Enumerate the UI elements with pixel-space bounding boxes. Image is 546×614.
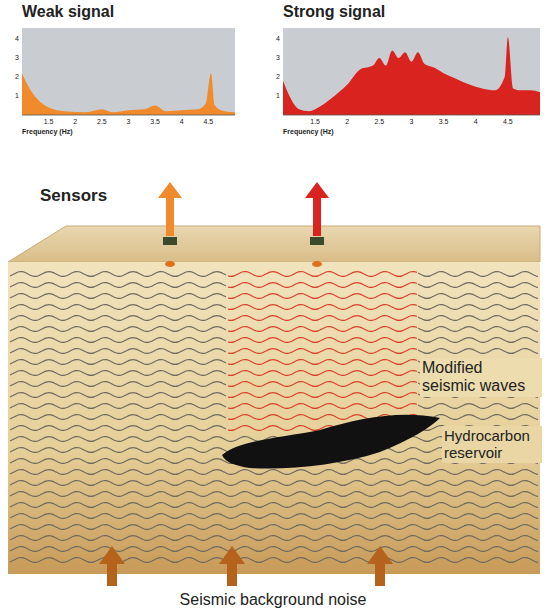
y-tick-label: 1 [15, 92, 19, 100]
weak-spectrum [22, 73, 235, 115]
chart-plot-area [283, 28, 540, 115]
seismic-wave [10, 305, 226, 310]
x-axis [283, 115, 540, 116]
seismic-wave [10, 294, 226, 299]
seismic-wave [10, 426, 226, 431]
wave-lines [10, 272, 538, 563]
x-tick-label: 3 [410, 118, 414, 126]
seismic-wave [10, 404, 226, 409]
y-tick-label: 2 [276, 73, 280, 81]
sensor-plate [163, 237, 177, 245]
seismic-wave [418, 283, 538, 288]
x-tick-label: 1.5 [44, 118, 54, 126]
x-tick-label: 3.5 [439, 118, 449, 126]
seismic-wave [10, 470, 538, 475]
block-front-face [8, 262, 540, 574]
seismic-wave [418, 327, 538, 332]
seismic-wave [10, 371, 226, 376]
signal-arrow [305, 182, 329, 236]
seismic-wave [228, 305, 417, 310]
x-tick-label: 3.5 [150, 118, 160, 126]
seismic-wave [10, 327, 226, 332]
seismic-wave [418, 349, 538, 354]
seismic-wave [10, 492, 538, 497]
noise-arrow [99, 546, 125, 586]
reservoir-label: Hydrocarbon reservoir [442, 426, 542, 463]
seismic-wave [418, 316, 538, 321]
x-tick-label: 1.5 [310, 118, 320, 126]
axis-title: Frequency (Hz) [22, 128, 73, 136]
seismic-wave [228, 404, 417, 409]
strong-spectrum [283, 37, 540, 115]
chart-plot-area [22, 28, 235, 115]
seismic-wave [10, 536, 538, 541]
seismic-wave [418, 404, 538, 409]
x-tick-label: 2 [345, 118, 349, 126]
seismic-wave [10, 338, 226, 343]
x-tick-label: 3 [127, 118, 131, 126]
seismic-wave [228, 349, 417, 354]
seismic-wave [10, 503, 538, 508]
y-tick-label: 4 [15, 35, 19, 43]
x-tick-label: 4.5 [204, 118, 214, 126]
seismic-wave [10, 349, 226, 354]
seismic-wave [10, 382, 226, 387]
x-tick-label: 2.5 [375, 118, 385, 126]
seismic-wave [228, 393, 417, 398]
seismic-wave [10, 283, 226, 288]
seismic-wave [10, 558, 538, 563]
y-tick-label: 3 [15, 54, 19, 62]
hydrocarbon-reservoir [222, 415, 440, 469]
seismic-wave [228, 371, 417, 376]
spectrum-group [22, 37, 540, 115]
seismic-wave [228, 283, 417, 288]
x-tick-label: 2 [73, 118, 77, 126]
seismic-wave [10, 514, 538, 519]
signal-arrow [158, 182, 182, 236]
y-tick-label: 3 [276, 54, 280, 62]
seismic-wave [418, 294, 538, 299]
x-tick-label: 2.5 [97, 118, 107, 126]
sensor-dot [312, 261, 322, 267]
seismic-wave [228, 327, 417, 332]
chart-title: Strong signal [283, 3, 385, 21]
seismic-wave [10, 360, 226, 365]
seismic-wave [228, 294, 417, 299]
y-tick-label: 4 [276, 35, 280, 43]
seismic-wave [228, 360, 417, 365]
seismic-wave [10, 415, 226, 420]
seismic-wave [10, 272, 226, 277]
seismic-wave [10, 547, 538, 552]
y-tick-label: 1 [276, 92, 280, 100]
x-tick-label: 4.5 [503, 118, 513, 126]
seismic-wave [228, 272, 417, 277]
sensor-plate [310, 237, 324, 245]
seismic-wave [418, 272, 538, 277]
noise-label: Seismic background noise [180, 591, 367, 609]
seismic-wave [10, 316, 226, 321]
sensor-dot [165, 261, 175, 267]
axis-title: Frequency (Hz) [283, 128, 334, 136]
block-top-face [8, 226, 540, 262]
noise-arrow [367, 546, 393, 586]
seismic-wave [228, 382, 417, 387]
sensors-label: Sensors [40, 186, 107, 206]
x-tick-label: 4 [474, 118, 478, 126]
seismic-wave [418, 305, 538, 310]
y-tick-label: 2 [15, 73, 19, 81]
seismic-wave [418, 338, 538, 343]
waves-label: Modified seismic waves [420, 358, 542, 397]
seismic-wave [228, 316, 417, 321]
x-tick-label: 4 [180, 118, 184, 126]
seismic-wave [10, 525, 538, 530]
seismic-wave [10, 481, 538, 486]
chart-title: Weak signal [22, 3, 114, 21]
x-axis [22, 115, 235, 116]
seismic-wave [228, 338, 417, 343]
seismic-wave [10, 393, 226, 398]
noise-arrow [219, 546, 245, 586]
